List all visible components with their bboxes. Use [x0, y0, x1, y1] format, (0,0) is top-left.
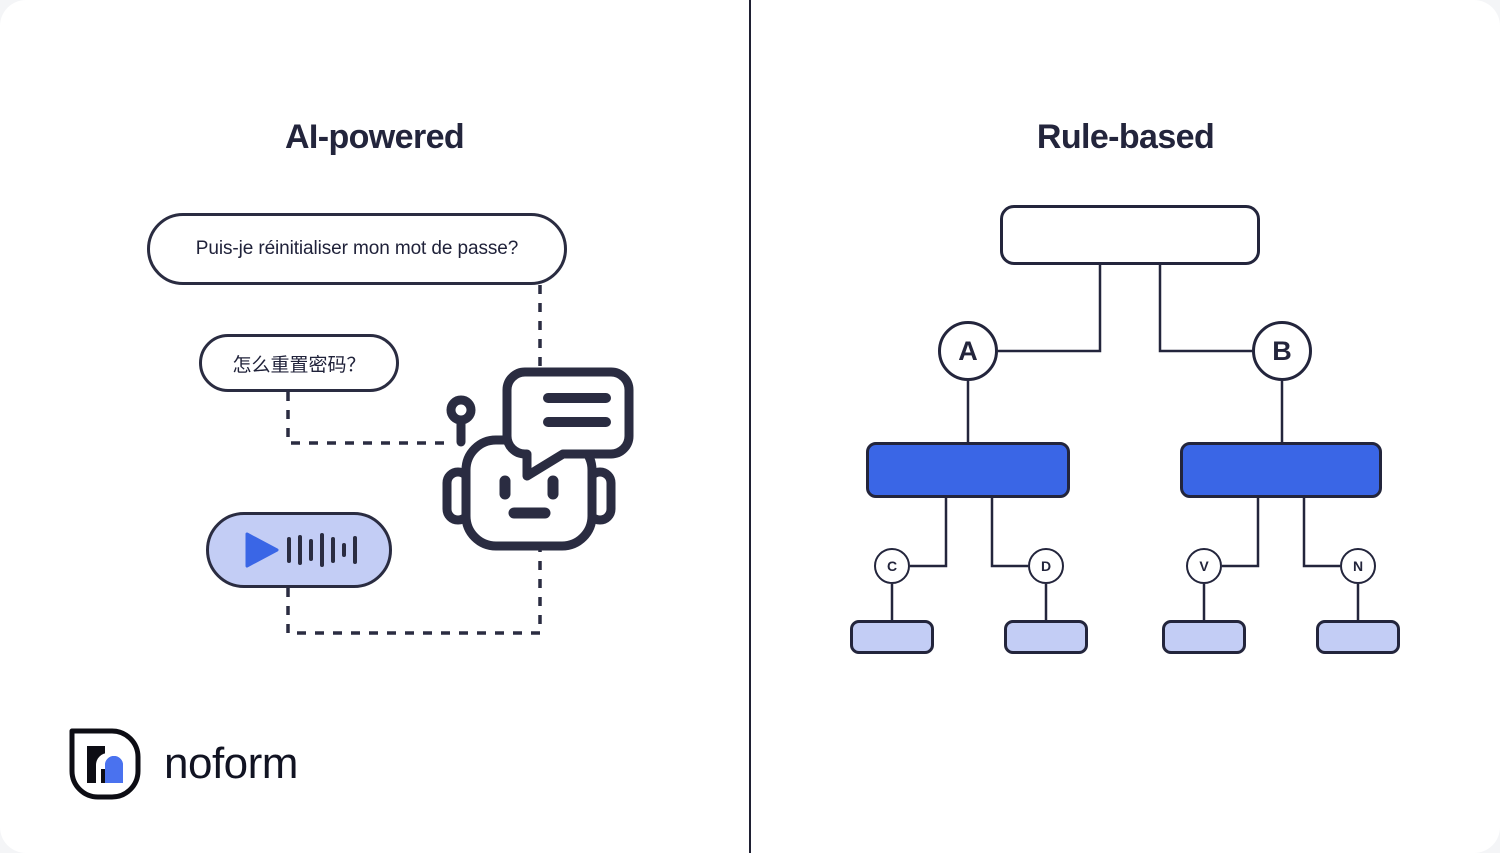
tree-node-v[interactable]: V — [1186, 548, 1222, 584]
dashed-connector-voice — [286, 520, 542, 635]
edge-boxright-n — [1302, 498, 1340, 568]
tree-node-label: B — [1272, 335, 1292, 366]
message-bubble-chinese[interactable]: 怎么重置密码？ — [199, 334, 399, 392]
left-panel-title: AI-powered — [284, 118, 465, 156]
tree-box-a[interactable] — [866, 442, 1070, 498]
message-text: 怎么重置密码？ — [232, 354, 366, 376]
message-bubble-french[interactable]: Puis-je réinitialiser mon mot de passe? — [147, 213, 567, 285]
edge-boxleft-c — [910, 498, 948, 568]
voice-waveform — [287, 529, 357, 571]
tree-node-n[interactable]: N — [1340, 548, 1376, 584]
tree-node-label: V — [1199, 558, 1209, 574]
voice-message-bubble[interactable] — [206, 512, 392, 588]
dashed-connector-zh — [286, 392, 452, 445]
edge-boxright-v — [1222, 498, 1260, 568]
message-text: Puis-je réinitialiser mon mot de passe? — [195, 238, 519, 259]
brand-logo: noform — [68, 727, 298, 801]
tree-node-d[interactable]: D — [1028, 548, 1064, 584]
tree-node-label: D — [1040, 558, 1052, 574]
tree-root-box[interactable] — [1000, 205, 1260, 265]
logo-wordmark: noform — [164, 739, 298, 788]
tree-node-b[interactable]: B — [1252, 321, 1312, 381]
tree-node-a[interactable]: A — [938, 321, 998, 381]
tree-node-c[interactable]: C — [874, 548, 910, 584]
play-triangle-icon[interactable] — [241, 529, 281, 571]
robot-chat-icon — [442, 367, 634, 551]
tree-leaf-v[interactable] — [1162, 620, 1246, 654]
tree-box-b[interactable] — [1180, 442, 1382, 498]
tree-leaf-n[interactable] — [1316, 620, 1400, 654]
edge-root-a — [998, 265, 1102, 353]
right-panel-title: Rule-based — [1036, 118, 1215, 156]
tree-node-label: A — [958, 335, 978, 366]
edge-boxleft-d — [990, 498, 1028, 568]
noform-logo-icon — [69, 728, 141, 800]
tree-node-label: N — [1352, 558, 1364, 574]
edge-root-b — [1158, 265, 1252, 353]
panel-divider — [749, 0, 751, 853]
tree-node-label: C — [886, 558, 898, 574]
tree-leaf-c[interactable] — [850, 620, 934, 654]
tree-leaf-d[interactable] — [1004, 620, 1088, 654]
